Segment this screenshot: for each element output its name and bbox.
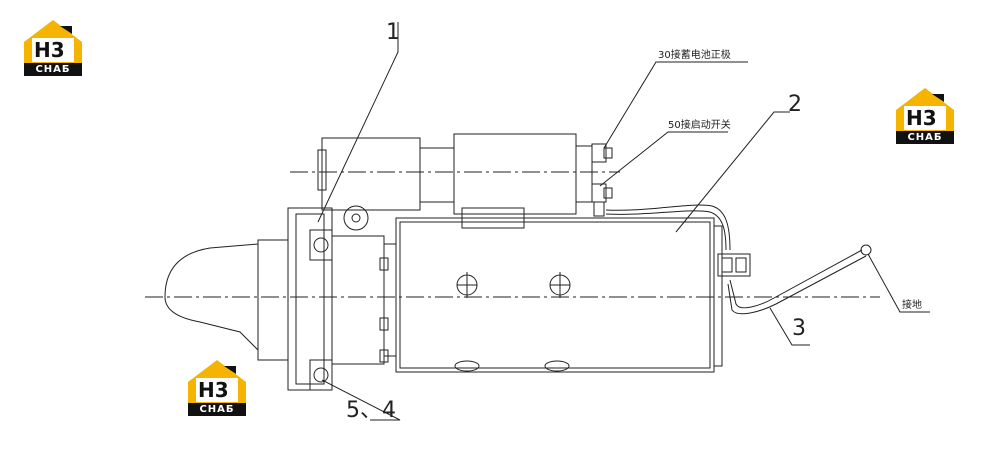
housing-screw-3 — [379, 349, 389, 363]
connection-wire-upper — [605, 204, 731, 251]
ground-terminal-block — [717, 253, 751, 277]
house-logo-icon — [24, 20, 82, 64]
terminal-30-stud — [591, 143, 607, 163]
housing-screw-2 — [379, 317, 389, 331]
intermediate-housing — [331, 235, 385, 365]
callout-part-3: 3 — [792, 316, 806, 341]
motor-body — [395, 217, 715, 373]
connection-wire-lower — [605, 210, 727, 251]
terminal-50-nut — [603, 187, 613, 199]
solenoid-mount-eye — [343, 205, 369, 231]
intermediate-ring — [383, 243, 397, 357]
leader-terminal30 — [603, 61, 748, 149]
body-fastener-left — [456, 272, 478, 298]
terminal-50-bracket — [593, 201, 605, 217]
label-terminal-30: 30接蓄电池正极 — [658, 50, 731, 61]
leader-ground — [867, 253, 930, 313]
callout-part-5-4: 5、4 — [346, 398, 396, 423]
drive-flange-ring — [257, 239, 289, 361]
callout-part-1: 1 — [386, 20, 400, 45]
ground-terminal-nut-2 — [735, 257, 747, 273]
leader-part2 — [675, 111, 790, 233]
body-fastener-right — [549, 272, 571, 298]
solenoid-end-cap — [575, 145, 593, 203]
logo-mark: H3 — [198, 378, 229, 402]
logo-caption: СНАБ — [896, 131, 954, 144]
terminal-30-nut — [603, 147, 613, 159]
body-foot-left — [454, 360, 480, 372]
body-foot-right — [544, 360, 570, 372]
ground-cable-a — [729, 249, 863, 309]
ground-cable-lug — [860, 244, 872, 256]
house-logo-icon — [896, 88, 954, 132]
leader-part1 — [317, 22, 399, 223]
label-ground: 接地 — [902, 300, 922, 311]
leader-part54 — [321, 379, 401, 421]
motor-body-inner — [399, 221, 711, 369]
leader-part3 — [769, 307, 810, 346]
logo-top-left: H3 СНАБ — [22, 18, 84, 78]
flange-bolt-top-head — [313, 237, 329, 253]
ground-terminal-nut — [721, 257, 733, 273]
logo-bottom-left: H3 СНАБ — [186, 358, 248, 418]
flange-bolt-top — [309, 229, 333, 261]
solenoid-front-cap — [317, 149, 327, 191]
solenoid-lower-plate — [461, 207, 525, 229]
leader-terminal50 — [599, 131, 728, 187]
solenoid-mount-eye-hole — [351, 213, 361, 223]
logo-caption: СНАБ — [188, 403, 246, 416]
logo-right: H3 СНАБ — [894, 86, 956, 146]
logo-mark: H3 — [906, 106, 937, 130]
logo-mark: H3 — [34, 38, 65, 62]
solenoid-body — [453, 133, 577, 215]
label-terminal-50: 50接启动开关 — [668, 120, 731, 131]
housing-screw-1 — [379, 257, 389, 271]
logo-caption: СНАБ — [24, 63, 82, 76]
callout-part-2: 2 — [788, 92, 802, 117]
flange-bolt-bottom — [309, 359, 333, 391]
flange-bolt-bottom-head — [313, 367, 329, 383]
solenoid-front-housing — [321, 137, 421, 211]
ground-cable-b — [727, 255, 867, 315]
house-logo-icon — [188, 360, 246, 404]
end-cap — [714, 225, 723, 367]
solenoid-neck — [419, 147, 455, 203]
